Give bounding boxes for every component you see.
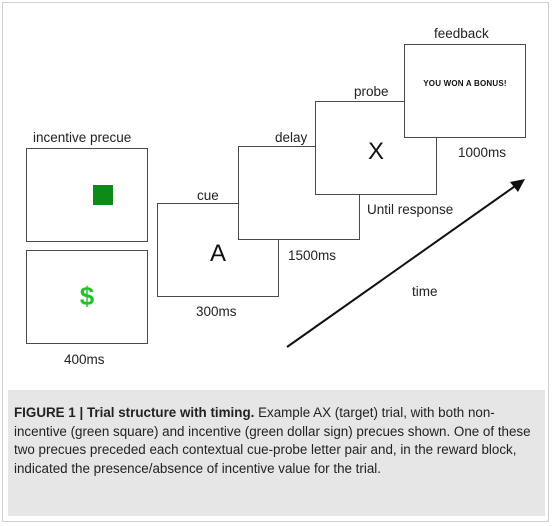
delay-duration: 1500ms	[288, 248, 337, 263]
precue-screen-square	[26, 148, 148, 242]
time-arrow	[286, 179, 525, 348]
figure-frame	[2, 2, 549, 522]
probe-label: probe	[354, 84, 389, 99]
green-square-icon	[93, 185, 113, 205]
trial-structure-diagram: incentive precue $ 400ms cue A 300ms del…	[26, 26, 526, 367]
probe-letter: X	[367, 138, 384, 165]
feedback-message: YOU WON A BONUS!	[423, 79, 507, 88]
feedback-label: feedback	[434, 26, 489, 41]
caption-body: Example AX (target) trial, with both non…	[14, 405, 531, 476]
delay-label: delay	[275, 130, 308, 145]
cue-label: cue	[197, 188, 219, 203]
cue-letter: A	[209, 240, 226, 267]
cue-duration: 300ms	[196, 304, 237, 319]
feedback-screen: YOU WON A BONUS!	[404, 44, 526, 138]
precue-label: incentive precue	[33, 130, 132, 145]
precue-screen-dollar: $	[26, 250, 148, 344]
dollar-sign-icon: $	[79, 281, 95, 311]
figure-caption: FIGURE 1 | Trial structure with timing. …	[14, 404, 536, 478]
caption-box	[8, 390, 545, 516]
feedback-duration: 1000ms	[458, 145, 507, 160]
time-label: time	[412, 284, 438, 299]
probe-duration: Until response	[367, 202, 454, 217]
caption-title: FIGURE 1 | Trial structure with timing.	[14, 405, 255, 420]
precue-duration: 400ms	[64, 352, 105, 367]
